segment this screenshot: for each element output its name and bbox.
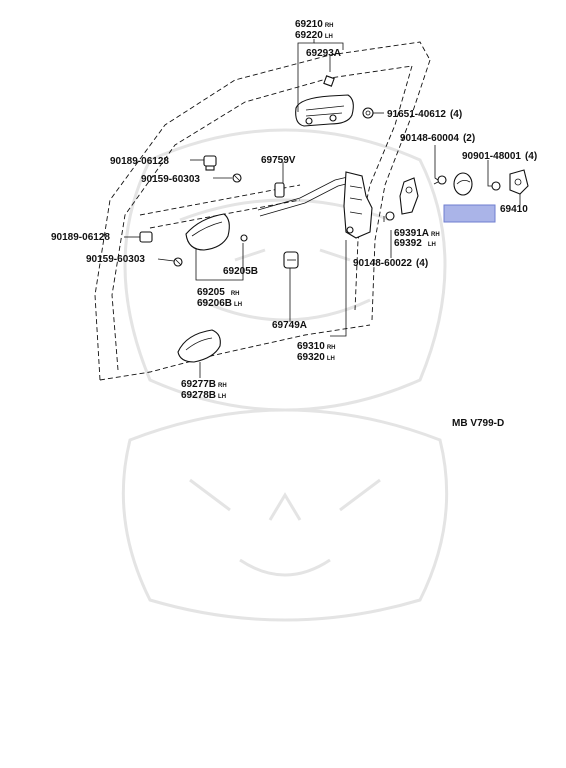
label-90901-48001: 90901-48001(4) <box>462 151 537 162</box>
clip-90189a <box>203 155 217 171</box>
outside-handle <box>295 94 354 127</box>
clip-69293a <box>323 75 335 87</box>
clip-69749a <box>283 251 299 269</box>
inside-handle-69205 <box>185 213 230 251</box>
nut-91651 <box>362 107 374 119</box>
screw-90159a <box>232 173 242 183</box>
label-69749a: 69749A <box>272 320 307 331</box>
label-69410: 69410 <box>500 204 528 215</box>
label-90148-60004: 90148-60004(2) <box>400 133 475 144</box>
label-90148-60022: 90148-60022(4) <box>353 258 428 269</box>
diagram-reference: MB V799-D <box>452 418 504 429</box>
label-91651-40612: 91651-40612(4) <box>387 109 462 120</box>
label-69293a: 69293A <box>306 48 341 59</box>
screw-90148b <box>385 211 395 221</box>
leader-lines <box>124 39 521 378</box>
screw-90159b <box>173 257 183 267</box>
clip-90189b <box>139 231 153 243</box>
highlight-box[interactable] <box>443 204 496 223</box>
label-90159-60303-a: 90159-60303 <box>141 174 200 185</box>
hinge-cover-69391a <box>399 177 419 215</box>
label-90189-06128-a: 90189-06128 <box>110 156 169 167</box>
cover-69410 <box>453 172 473 196</box>
label-90189-06128-b: 90189-06128 <box>51 232 110 243</box>
screw-90901 <box>491 181 501 191</box>
lock-assembly-69310 <box>343 171 373 239</box>
label-69205b: 69205B <box>223 266 258 277</box>
striker-69410 <box>509 169 529 195</box>
label-90159-60303-b: 90159-60303 <box>86 254 145 265</box>
samurai-watermark-icon <box>121 128 449 622</box>
door-outline <box>94 41 431 381</box>
cable-69759v <box>257 175 355 217</box>
bolt-90148a <box>433 175 447 185</box>
inside-handle-69277b <box>177 329 221 363</box>
label-69759v: 69759V <box>261 155 296 166</box>
small-screw-69205b <box>240 234 248 242</box>
